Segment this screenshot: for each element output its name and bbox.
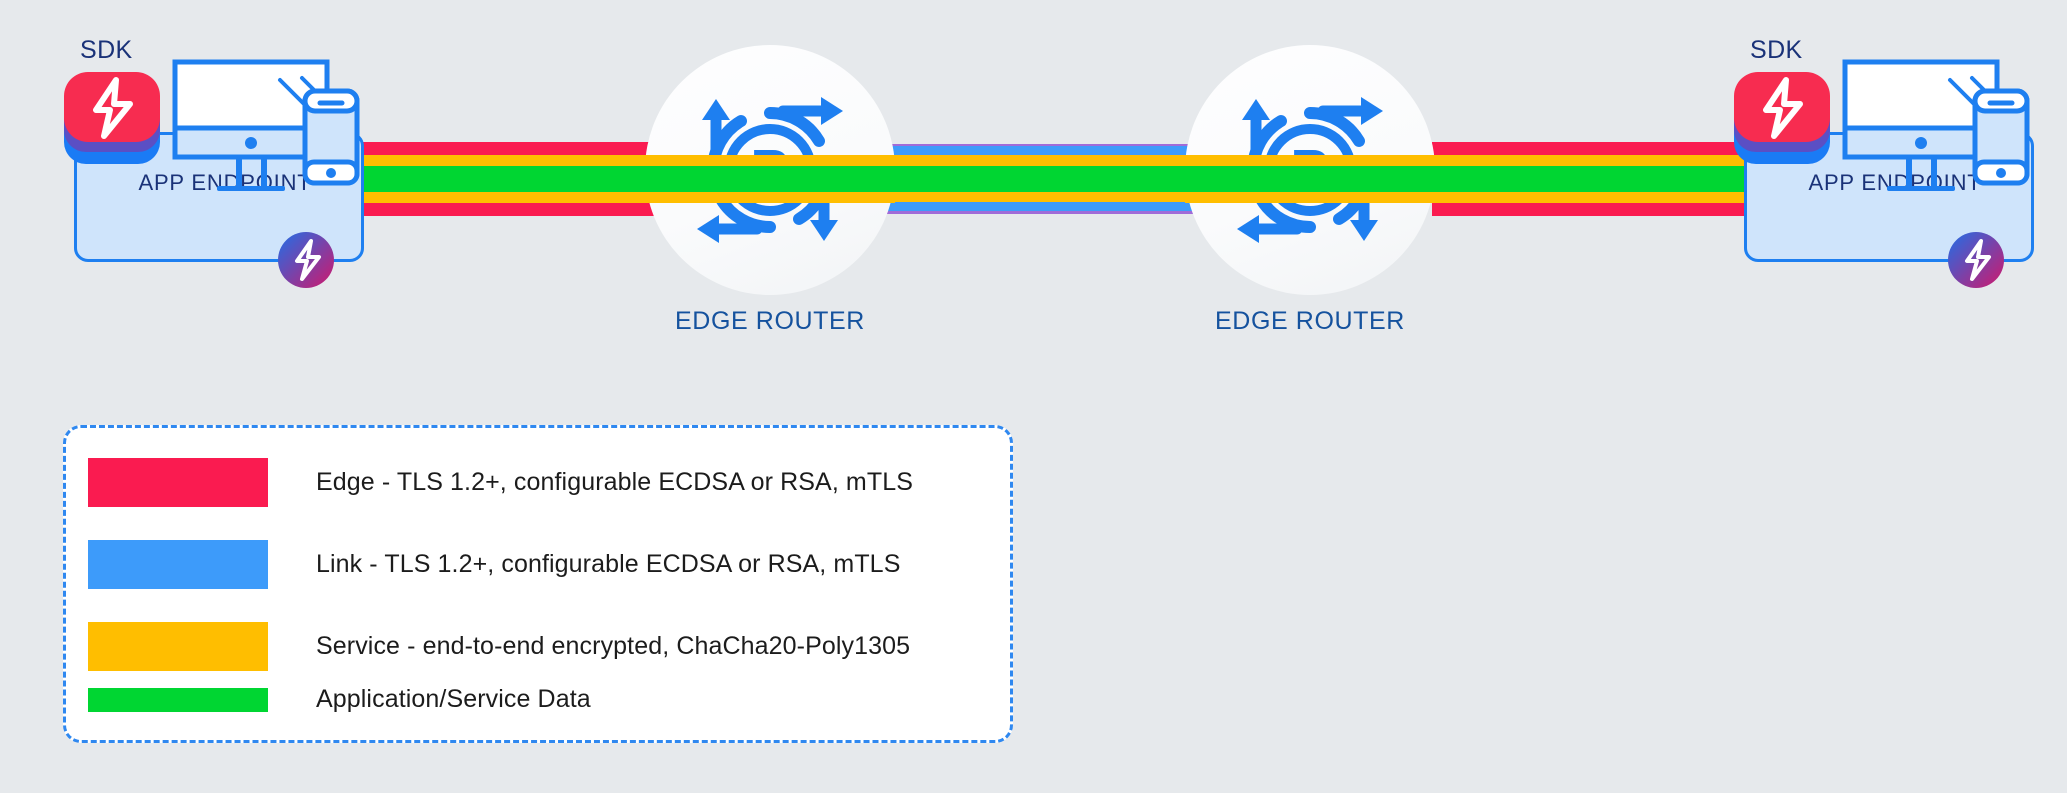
legend-item-edge: Edge - TLS 1.2+, configurable ECDSA or R…: [88, 458, 988, 507]
band-app-data: [1185, 166, 1435, 192]
legend-label-edge: Edge - TLS 1.2+, configurable ECDSA or R…: [316, 468, 913, 496]
ziti-badge-icon: [278, 232, 334, 288]
sdk-label: SDK: [80, 36, 133, 64]
band-app-data: [340, 166, 655, 192]
band-service-bottom: [645, 192, 895, 203]
path-core-over-router-left: [645, 142, 895, 232]
monitor-and-phone-icon: [172, 59, 360, 191]
ziti-badge-icon: [1948, 232, 2004, 288]
band-service-bottom: [1185, 192, 1435, 203]
legend-swatch-link: [88, 540, 268, 589]
left-endpoint[interactable]: APP ENDPOINT SDK: [60, 36, 390, 300]
band-link-top: [880, 146, 1210, 156]
legend-label-service: Service - end-to-end encrypted, ChaCha20…: [316, 632, 911, 660]
band-edge-bottom: [340, 203, 655, 216]
legend-item-app-data: Application/Service Data: [88, 685, 988, 714]
band-service-bottom: [340, 192, 655, 203]
legend-item-service: Service - end-to-end encrypted, ChaCha20…: [88, 622, 988, 671]
band-violet-top: [880, 144, 1210, 147]
band-service-bottom: [1432, 192, 1747, 203]
sdk-stack-icon: [1734, 72, 1830, 164]
sdk-stack-icon: [64, 72, 160, 164]
monitor-and-phone-icon: [1842, 59, 2030, 191]
band-service-top: [340, 155, 655, 166]
band-service-top: [1432, 155, 1747, 166]
band-link-bottom: [880, 202, 1210, 212]
legend-label-app-data: Application/Service Data: [316, 685, 591, 713]
router-right-label: EDGE ROUTER: [1215, 307, 1405, 335]
legend-swatch-service: [88, 622, 268, 671]
right-endpoint[interactable]: APP ENDPOINT SDK: [1730, 36, 2060, 300]
band-service-top: [880, 155, 1210, 166]
legend-swatch-app-data: [88, 687, 268, 712]
band-edge-top: [340, 142, 655, 155]
legend-box: Edge - TLS 1.2+, configurable ECDSA or R…: [63, 425, 1013, 743]
legend-label-link: Link - TLS 1.2+, configurable ECDSA or R…: [316, 550, 901, 578]
path-core-over-router-right: [1185, 142, 1435, 232]
band-service-top: [645, 155, 895, 166]
path-segment-edge-left: [340, 142, 655, 232]
sdk-label: SDK: [1750, 36, 1803, 64]
path-segment-link-middle: [880, 142, 1210, 232]
legend-item-link: Link - TLS 1.2+, configurable ECDSA or R…: [88, 540, 988, 589]
path-segment-edge-right: [1432, 142, 1747, 232]
band-app-data: [1432, 166, 1747, 192]
band-edge-bottom: [1432, 203, 1747, 216]
legend-swatch-edge: [88, 458, 268, 507]
band-edge-top: [1432, 142, 1747, 155]
router-left-label: EDGE ROUTER: [675, 307, 865, 335]
band-app-data: [645, 166, 895, 192]
band-service-bottom: [880, 192, 1210, 203]
band-app-data: [880, 166, 1210, 192]
band-service-top: [1185, 155, 1435, 166]
band-violet-bottom: [880, 211, 1210, 214]
